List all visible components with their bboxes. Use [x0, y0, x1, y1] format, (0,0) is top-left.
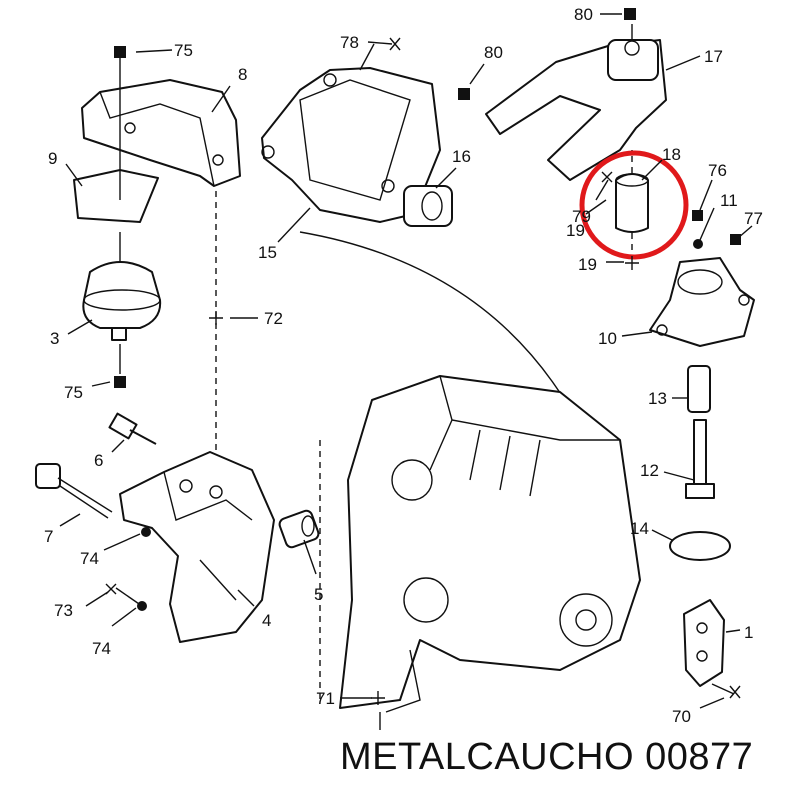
part-7-bolt	[35, 463, 113, 519]
part-1-bracket-plate	[683, 599, 725, 687]
callout-5: 5	[314, 585, 323, 604]
marker-cross-79	[601, 171, 613, 183]
callout-77: 77	[744, 209, 763, 228]
marker-plus-19	[625, 256, 639, 270]
callout-3: 3	[50, 329, 59, 348]
marker-dot-74a	[141, 527, 151, 537]
part-10-mount	[649, 257, 755, 347]
marker-cross-78	[389, 37, 401, 51]
part-14-washer	[669, 531, 731, 561]
marker-plus-71	[371, 691, 385, 705]
callout-73: 73	[54, 601, 73, 620]
callout-71: 71	[316, 689, 335, 708]
callout-14: 14	[630, 519, 649, 538]
callout-19-lower: 19	[578, 255, 597, 274]
callout-19-upper: 19	[566, 221, 585, 240]
callout-13: 13	[648, 389, 667, 408]
callout-1: 1	[744, 623, 753, 642]
callout-70: 70	[672, 707, 691, 726]
highlight-circle	[579, 150, 689, 260]
marker-square-75b	[114, 376, 126, 388]
part-8-upper-bracket	[81, 79, 241, 187]
part-12-stud	[685, 419, 715, 499]
callout-74-upper: 74	[80, 549, 99, 568]
callout-labels: 75 8 78 80 80 17 9 16 18 76 11 77 79 19 …	[44, 5, 763, 726]
part-15-large-bracket	[261, 67, 441, 223]
marker-square-80b	[458, 88, 470, 100]
marker-dot-11	[693, 239, 703, 249]
marker-plus-72	[209, 311, 223, 325]
callout-16: 16	[452, 147, 471, 166]
marker-square-76	[692, 210, 703, 221]
part-5-bushing	[278, 509, 320, 549]
part-6-bolt	[108, 412, 157, 445]
marker-dot-74b	[137, 601, 147, 611]
callout-17: 17	[704, 47, 723, 66]
marker-square-75a	[114, 46, 126, 58]
marker-cross-73	[105, 583, 117, 595]
part-13-sleeve	[687, 365, 711, 413]
callout-72: 72	[264, 309, 283, 328]
callout-12: 12	[640, 461, 659, 480]
part-4-lower-bracket	[119, 451, 275, 643]
callout-76: 76	[708, 161, 727, 180]
part-9-plate	[73, 169, 159, 223]
callout-11: 11	[720, 191, 738, 210]
engine-block	[339, 375, 641, 730]
callout-80-mid: 80	[484, 43, 503, 62]
callout-10: 10	[598, 329, 617, 348]
part-16-bushing	[403, 185, 453, 227]
callout-6: 6	[94, 451, 103, 470]
part-3-hydraulic-mount	[82, 232, 162, 341]
marker-cross-70	[729, 685, 741, 699]
callout-80-top: 80	[574, 5, 593, 24]
callout-79: 79	[572, 207, 591, 226]
marker-square-77	[730, 234, 741, 245]
callout-18: 18	[662, 145, 681, 164]
marker-square-80a	[624, 8, 636, 20]
part-17-torque-arm	[485, 39, 667, 181]
callout-7: 7	[44, 527, 53, 546]
callout-markers	[105, 8, 741, 705]
callout-74-lower: 74	[92, 639, 111, 658]
callout-75-left: 75	[64, 383, 83, 402]
part-18-bushing	[615, 173, 649, 233]
callout-4: 4	[262, 611, 271, 630]
callout-8: 8	[238, 65, 247, 84]
callout-78: 78	[340, 33, 359, 52]
brand-part-number-label: METALCAUCHO 00877	[340, 736, 754, 778]
callout-15: 15	[258, 243, 277, 262]
callout-9: 9	[48, 149, 57, 168]
callout-75-top: 75	[174, 41, 193, 60]
leader-lines	[59, 13, 753, 709]
